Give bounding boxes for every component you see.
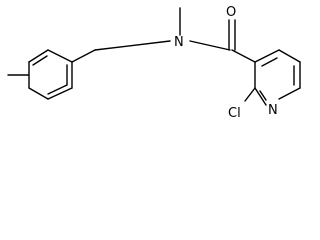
ring-nitrogen-label: N [268,103,278,118]
molecule-structure: O N Cl N [7,5,301,121]
amide-nitrogen-label: N [174,35,184,50]
chlorine-label: Cl [228,106,241,121]
benzyl-bond [71,49,96,63]
oxygen-label: O [226,5,236,20]
pyridine-ring [254,49,301,106]
carbonyl-ring-bond [231,49,256,63]
amide-bond [189,40,231,51]
tolyl-ring [28,49,73,100]
c-cl-bond [244,87,256,102]
benzyl-n-bond [94,40,171,51]
